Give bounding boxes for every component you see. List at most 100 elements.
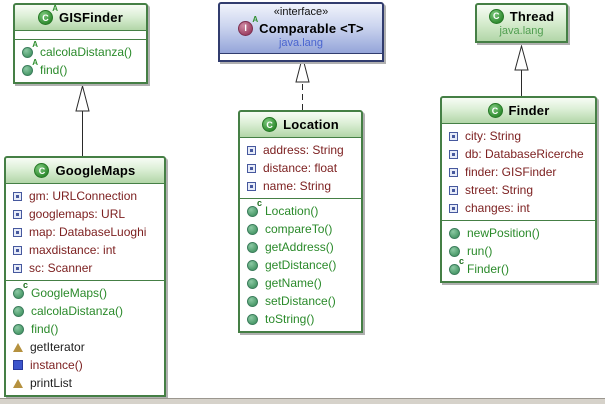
member-row[interactable]: setDistance() (240, 292, 361, 310)
field-icon (449, 185, 458, 195)
member-row[interactable]: changes: int (442, 199, 595, 217)
member-row[interactable]: map: DatabaseLuoghi (6, 223, 164, 241)
fields-compartment: address: String distance: float name: Stri… (240, 137, 361, 198)
member-label: find() (40, 63, 68, 77)
constructor-icon (13, 281, 28, 299)
static-method-icon (13, 360, 23, 370)
member-row[interactable]: run() (442, 242, 595, 260)
member-label: calcolaDistanza() (40, 45, 133, 59)
package-label: java.lang (278, 37, 324, 49)
member-label: sc: Scanner (29, 261, 93, 275)
fields-compartment: gm: URLConnection googlemaps: URL map: Dat… (6, 183, 164, 280)
field-icon (13, 245, 22, 255)
member-row[interactable]: getDistance() (240, 256, 361, 274)
constructor-icon (449, 257, 464, 275)
field-icon (13, 191, 22, 201)
member-row[interactable]: Location() (240, 199, 361, 220)
member-row[interactable]: calcolaDistanza() (15, 41, 146, 61)
member-row[interactable]: getIterator (6, 338, 164, 356)
constructor-icon (247, 199, 262, 217)
member-row[interactable]: city: String (442, 127, 595, 145)
member-label: getName() (265, 276, 322, 290)
member-label: finder: GISFinder (465, 165, 557, 179)
member-row[interactable]: street: String (442, 181, 595, 199)
field-icon (13, 209, 22, 219)
abstract-interface-icon: A (238, 15, 258, 36)
class-box-thread[interactable]: Thread java.lang (475, 3, 568, 43)
member-row[interactable]: maxdistance: int (6, 241, 164, 259)
class-name: GISFinder (59, 10, 123, 25)
methods-compartment: calcolaDistanza() find() (15, 39, 146, 82)
interface-name: Comparable <T> (259, 20, 364, 36)
member-label: setDistance() (265, 294, 336, 308)
member-row[interactable]: googlemaps: URL (6, 205, 164, 223)
class-name: Finder (508, 103, 550, 118)
inheritance-arrow-googlemaps-gisfinder[interactable] (75, 84, 90, 156)
method-icon (449, 227, 460, 239)
field-icon (247, 163, 256, 173)
fields-compartment: city: String db: DatabaseRicerche finder: … (442, 123, 595, 220)
class-box-location[interactable]: Location address: String distance: float n… (238, 110, 363, 333)
field-icon (13, 263, 22, 273)
class-header[interactable]: A GISFinder (15, 5, 146, 30)
class-header[interactable]: Thread java.lang (477, 5, 566, 41)
member-row[interactable]: toString() (240, 310, 361, 328)
member-row[interactable]: db: DatabaseRicerche (442, 145, 595, 163)
member-row[interactable]: newPosition() (442, 224, 595, 242)
member-row[interactable]: distance: float (240, 159, 361, 177)
member-label: compareTo() (265, 222, 333, 236)
member-label: db: DatabaseRicerche (465, 147, 584, 161)
member-row[interactable]: finder: GISFinder (442, 163, 595, 181)
member-label: maxdistance: int (29, 243, 116, 257)
member-row[interactable]: printList (6, 374, 164, 392)
class-icon (34, 163, 50, 178)
empty-members-strip (220, 53, 382, 60)
interface-header[interactable]: «interface» A Comparable <T> java.lang (220, 4, 382, 53)
field-icon (449, 149, 458, 159)
method-icon (449, 245, 460, 257)
class-header[interactable]: GoogleMaps (6, 158, 164, 183)
class-box-gisfinder[interactable]: A GISFinder calcolaDistanza() find() (13, 3, 148, 84)
realization-arrow-location-comparable[interactable] (295, 55, 310, 110)
member-label: changes: int (465, 201, 530, 215)
member-label: printList (30, 376, 73, 390)
class-box-finder[interactable]: Finder city: String db: DatabaseRicerche f… (440, 96, 597, 283)
field-icon (247, 145, 256, 155)
member-row[interactable]: compareTo() (240, 220, 361, 238)
inheritance-arrow-finder-thread[interactable] (514, 44, 529, 96)
member-row[interactable]: find() (15, 59, 146, 79)
member-label: getDistance() (265, 258, 337, 272)
class-header[interactable]: Location (240, 112, 361, 137)
member-label: Finder() (467, 262, 510, 276)
class-box-googlemaps[interactable]: GoogleMaps gm: URLConnection googlemaps: … (4, 156, 166, 397)
method-icon (247, 295, 258, 307)
member-row[interactable]: calcolaDistanza() (6, 302, 164, 320)
member-label: calcolaDistanza() (31, 304, 124, 318)
method-icon (247, 277, 258, 289)
member-row[interactable]: sc: Scanner (6, 259, 164, 277)
member-row[interactable]: Finder() (442, 257, 595, 278)
class-name: Location (283, 117, 339, 132)
member-row[interactable]: address: String (240, 141, 361, 159)
member-label: googlemaps: URL (29, 207, 126, 221)
class-icon (262, 117, 278, 132)
member-row[interactable]: getAddress() (240, 238, 361, 256)
member-row[interactable]: instance() (6, 356, 164, 374)
method-icon (13, 323, 24, 335)
member-row[interactable]: name: String (240, 177, 361, 195)
member-row[interactable]: getName() (240, 274, 361, 292)
class-header[interactable]: Finder (442, 98, 595, 123)
interface-box-comparable[interactable]: «interface» A Comparable <T> java.lang (218, 2, 384, 62)
member-row[interactable]: GoogleMaps() (6, 281, 164, 302)
member-row[interactable]: gm: URLConnection (6, 187, 164, 205)
abstract-method-icon (22, 41, 38, 58)
member-row[interactable]: find() (6, 320, 164, 338)
member-label: getIterator (30, 340, 85, 354)
member-label: distance: float (263, 161, 338, 175)
member-label: instance() (30, 358, 83, 372)
member-label: address: String (263, 143, 344, 157)
methods-compartment: newPosition()run() Finder() (442, 220, 595, 281)
member-label: find() (31, 322, 59, 336)
window-edge-strip (0, 398, 605, 404)
member-label: street: String (465, 183, 534, 197)
